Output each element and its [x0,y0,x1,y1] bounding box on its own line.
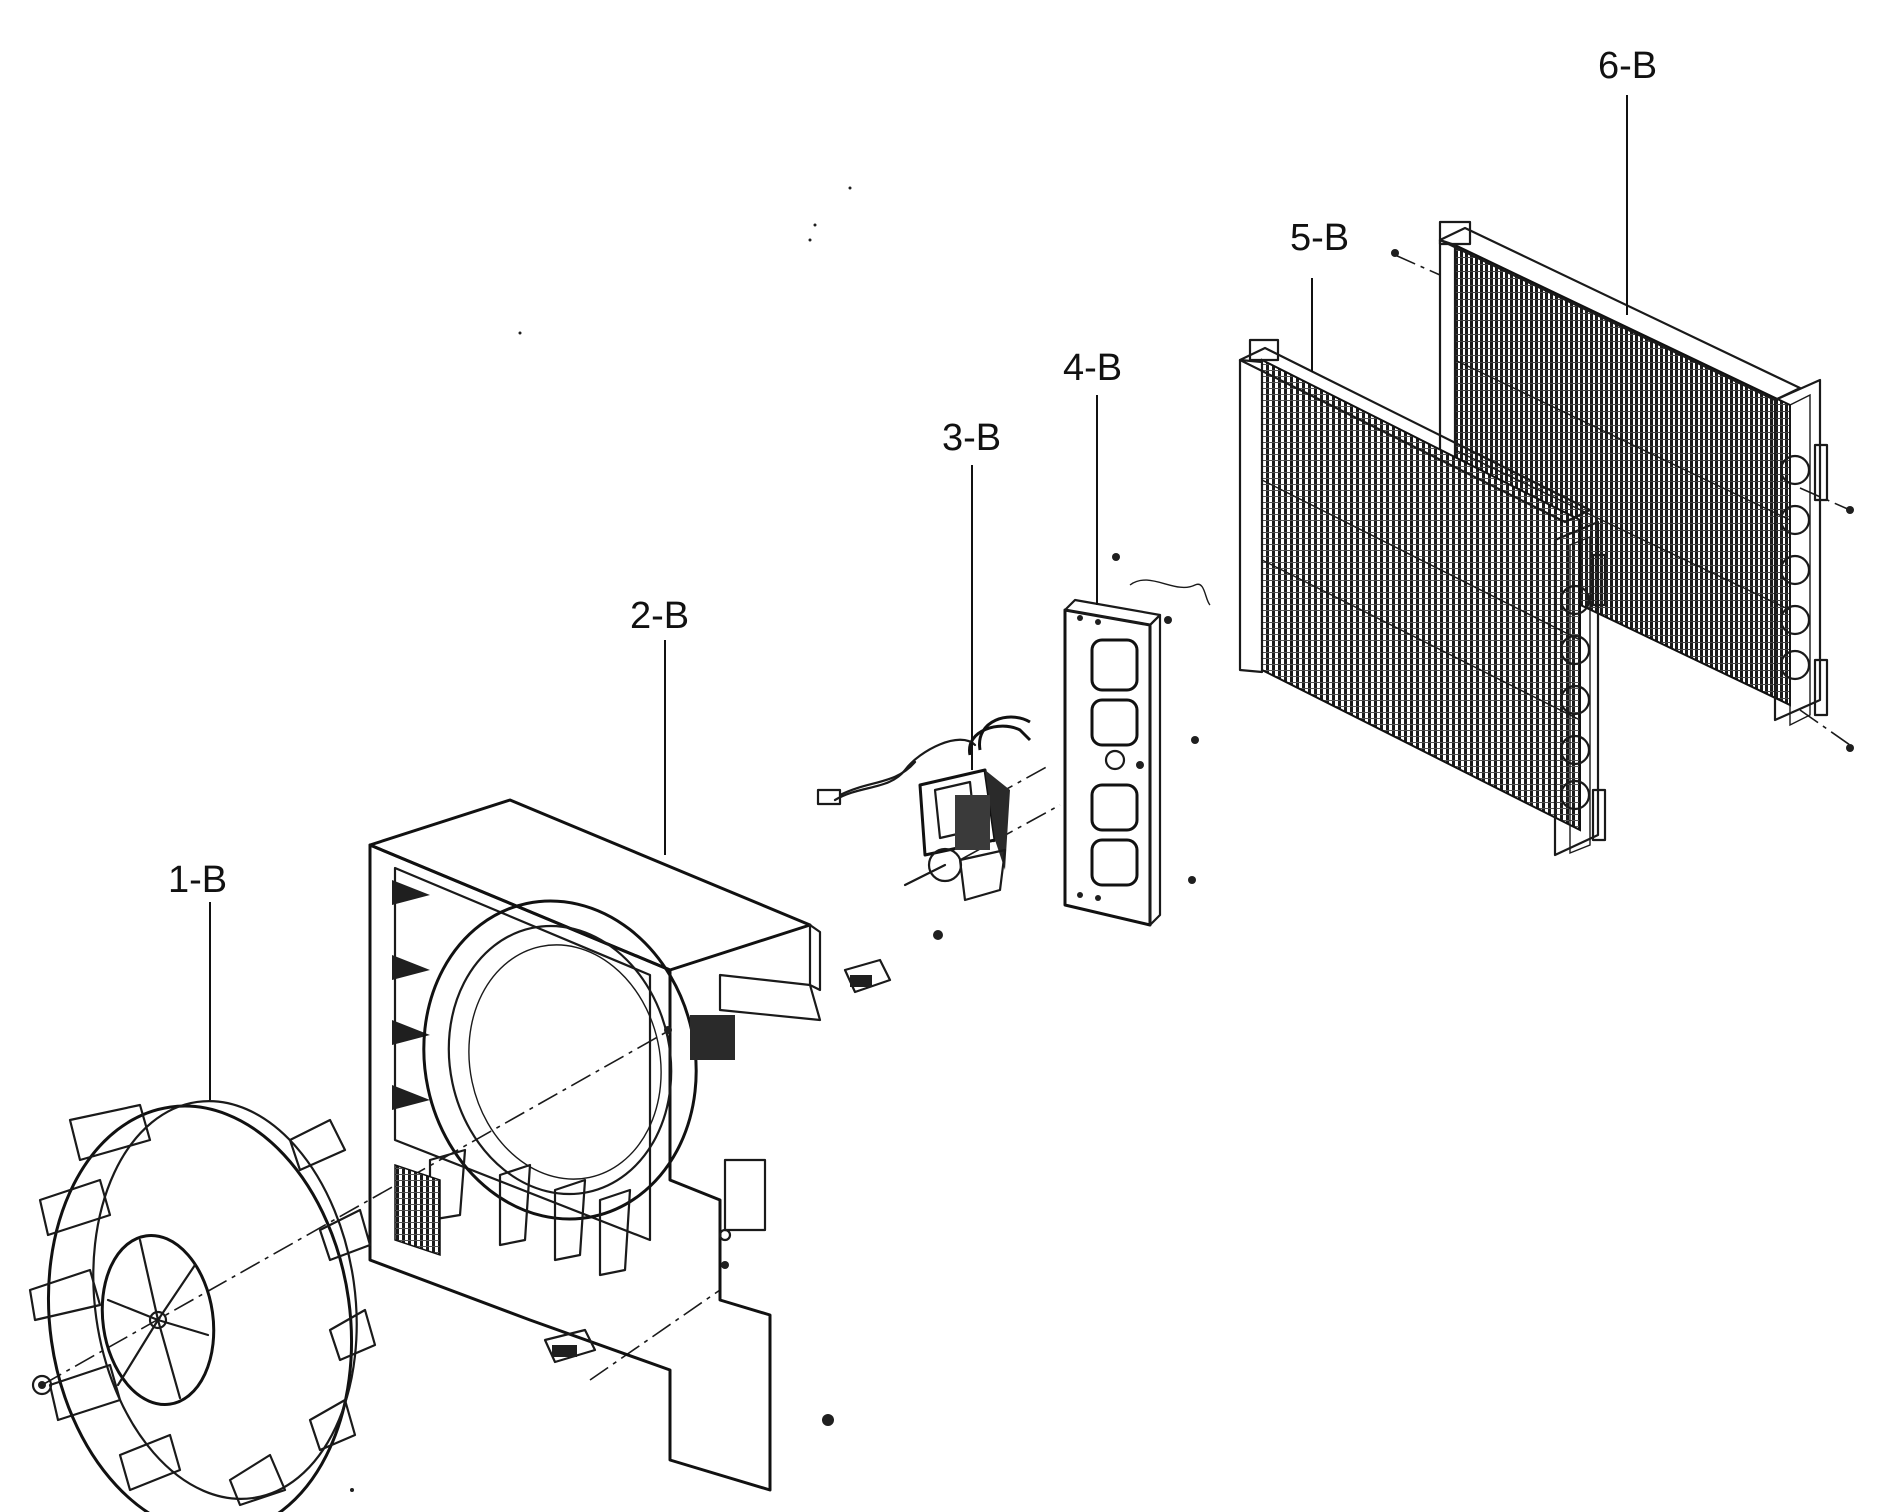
wheel-blades [28,1103,377,1507]
label-condenser-coil: 6-B [1598,45,1657,87]
condenser-coil [1391,220,1854,752]
leader-lines [209,95,1628,1100]
label-evaporator-coil: 5-B [1290,217,1349,259]
motor-bracket [1063,553,1211,927]
housing-ribs [392,880,430,1110]
fan-motor [816,715,1032,940]
label-blower-housing: 2-B [630,595,689,637]
label-motor-bracket: 4-B [1063,347,1122,389]
label-motor: 3-B [942,417,1001,459]
part-labels: 1-B 2-B 3-B 4-B 5-B 6-B [168,45,1657,901]
condenser-return-bends [1779,454,1811,681]
bracket-screws [1077,553,1199,901]
scan-specks [350,186,852,1492]
evaporator-return-bends [1559,584,1591,811]
housing-clips [543,958,892,1364]
blower-housing [368,798,892,1492]
evaporator-coil [1238,338,1607,857]
label-fan: 1-B [168,859,227,901]
blower-wheel [28,1100,377,1512]
